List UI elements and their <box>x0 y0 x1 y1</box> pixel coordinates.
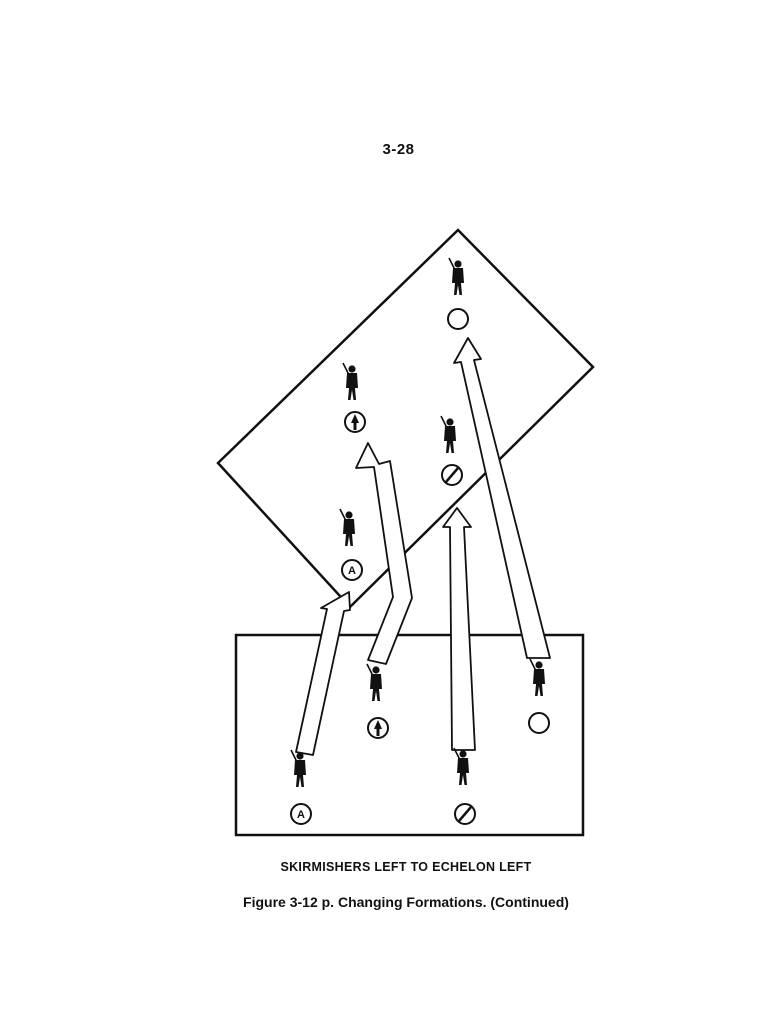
circle-letter-a-icon: A <box>290 803 312 825</box>
page-number: 3-28 <box>382 141 415 158</box>
empty-circle-icon <box>528 712 550 734</box>
soldier-icon <box>339 508 356 547</box>
soldier-icon <box>453 747 470 786</box>
soldier-icon <box>529 658 546 697</box>
move-arrow-a <box>295 591 351 756</box>
circle-arrow-icon <box>344 411 366 433</box>
soldier-icon <box>440 415 457 454</box>
move-arrow-arrow-marker <box>355 442 413 665</box>
figure-caption: SKIRMISHERS LEFT TO ECHELON LEFT <box>280 860 532 874</box>
circle-slash-icon <box>441 464 463 486</box>
echelon-left-formation-outline <box>216 228 595 609</box>
skirmishers-left-formation-outline <box>234 633 585 837</box>
marker-letter: A <box>348 565 356 577</box>
soldier-icon <box>290 749 307 788</box>
move-arrow-slash-marker <box>442 507 476 751</box>
circle-arrow-icon <box>367 717 389 739</box>
circle-letter-a-icon: A <box>341 559 363 581</box>
marker-letter: A <box>297 809 305 821</box>
empty-circle-icon <box>447 308 469 330</box>
soldier-icon <box>366 663 383 702</box>
figure-title: Figure 3-12 p. Changing Formations. (Con… <box>243 894 569 910</box>
soldier-icon <box>342 362 359 401</box>
circle-slash-icon <box>454 803 476 825</box>
move-arrow-empty-marker <box>453 337 551 659</box>
soldier-icon <box>448 257 465 296</box>
